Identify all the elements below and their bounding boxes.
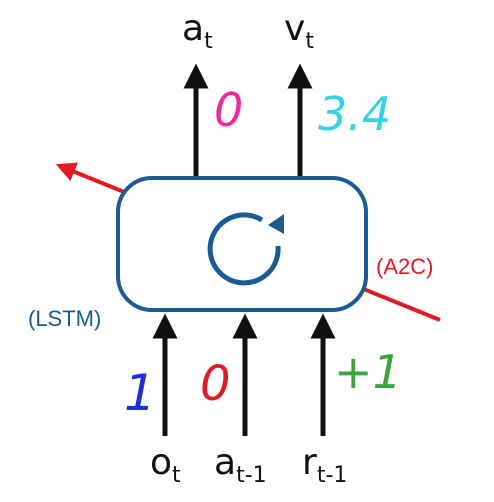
- prev-action-input-value: 0: [200, 356, 231, 412]
- lstm-label: (LSTM): [28, 306, 101, 331]
- lstm-box: [116, 176, 368, 312]
- prev-reward-input-value: +1: [334, 345, 402, 399]
- value-output-label: vt: [284, 8, 314, 54]
- a2c-label: (A2C): [376, 254, 433, 279]
- prev-action-input-label: at-1: [214, 442, 267, 488]
- action-output-label: at: [182, 8, 213, 54]
- action-output-value: 0: [214, 83, 243, 137]
- recurrent-loop-icon: [207, 212, 284, 286]
- value-output-value: 3.4: [318, 87, 391, 141]
- observation-input-label: ot: [150, 442, 181, 488]
- prev-reward-input-label: rt-1: [302, 442, 347, 488]
- observation-input-value: 1: [124, 364, 156, 422]
